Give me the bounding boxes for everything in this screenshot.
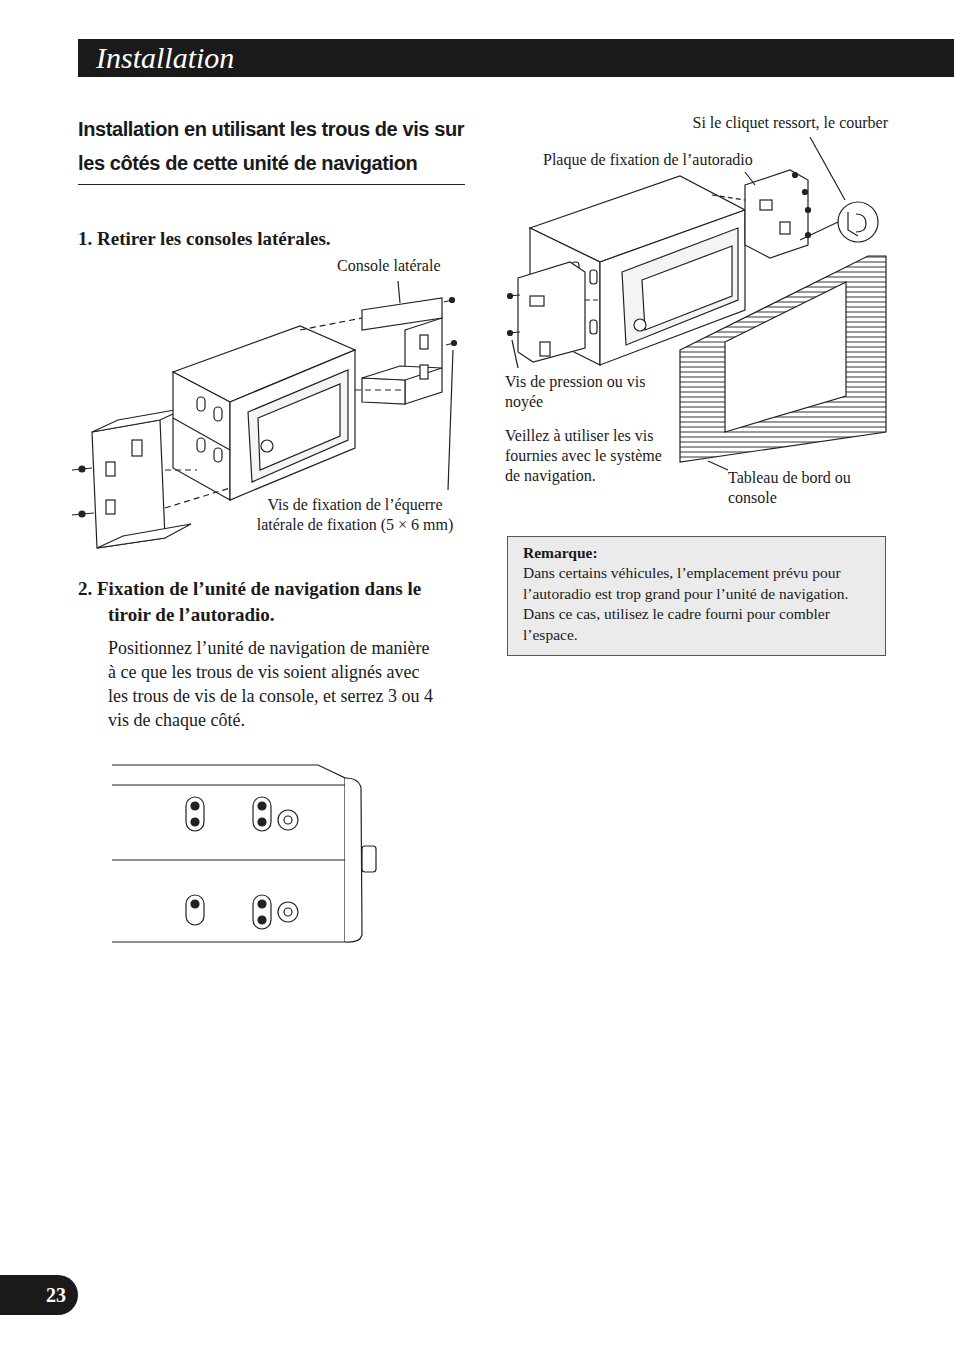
- header-band: Installation: [78, 39, 954, 77]
- step-heading: 2. Fixation de l’unité de navigation dan…: [78, 576, 448, 628]
- section-heading: Installation en utilisant les trous de v…: [78, 112, 465, 185]
- note-heading: Remarque:: [523, 543, 875, 563]
- instruction-text: Positionnez l’unité de navigation de man…: [108, 636, 438, 732]
- part-name: Plaque de fixation de l’autoradio: [543, 150, 803, 170]
- figure-side-view: [112, 765, 376, 942]
- page-number: 23: [0, 1275, 78, 1315]
- figure-install-unit: [508, 137, 887, 470]
- part-name: Si le cliquet ressort, le courber: [640, 113, 888, 133]
- step-heading: 1. Retirer les consoles latérales.: [78, 226, 468, 252]
- part-name: Console latérale: [337, 256, 467, 276]
- page-number-tab: 23: [0, 1275, 78, 1315]
- page-header: Installation: [78, 39, 954, 77]
- note-box: Remarque:Dans certains véhicules, l’empl…: [507, 536, 886, 656]
- part-name: Tableau de bord ou console: [728, 468, 888, 508]
- part-name: Vis de pression ou vis noyée: [505, 372, 677, 412]
- note-text: Dans certains véhicules, l’emplacement p…: [523, 563, 875, 645]
- part-name: Vis de fixation de l’équerre latérale de…: [246, 495, 464, 535]
- note-text: Veillez à utiliser les vis fournies avec…: [505, 426, 677, 486]
